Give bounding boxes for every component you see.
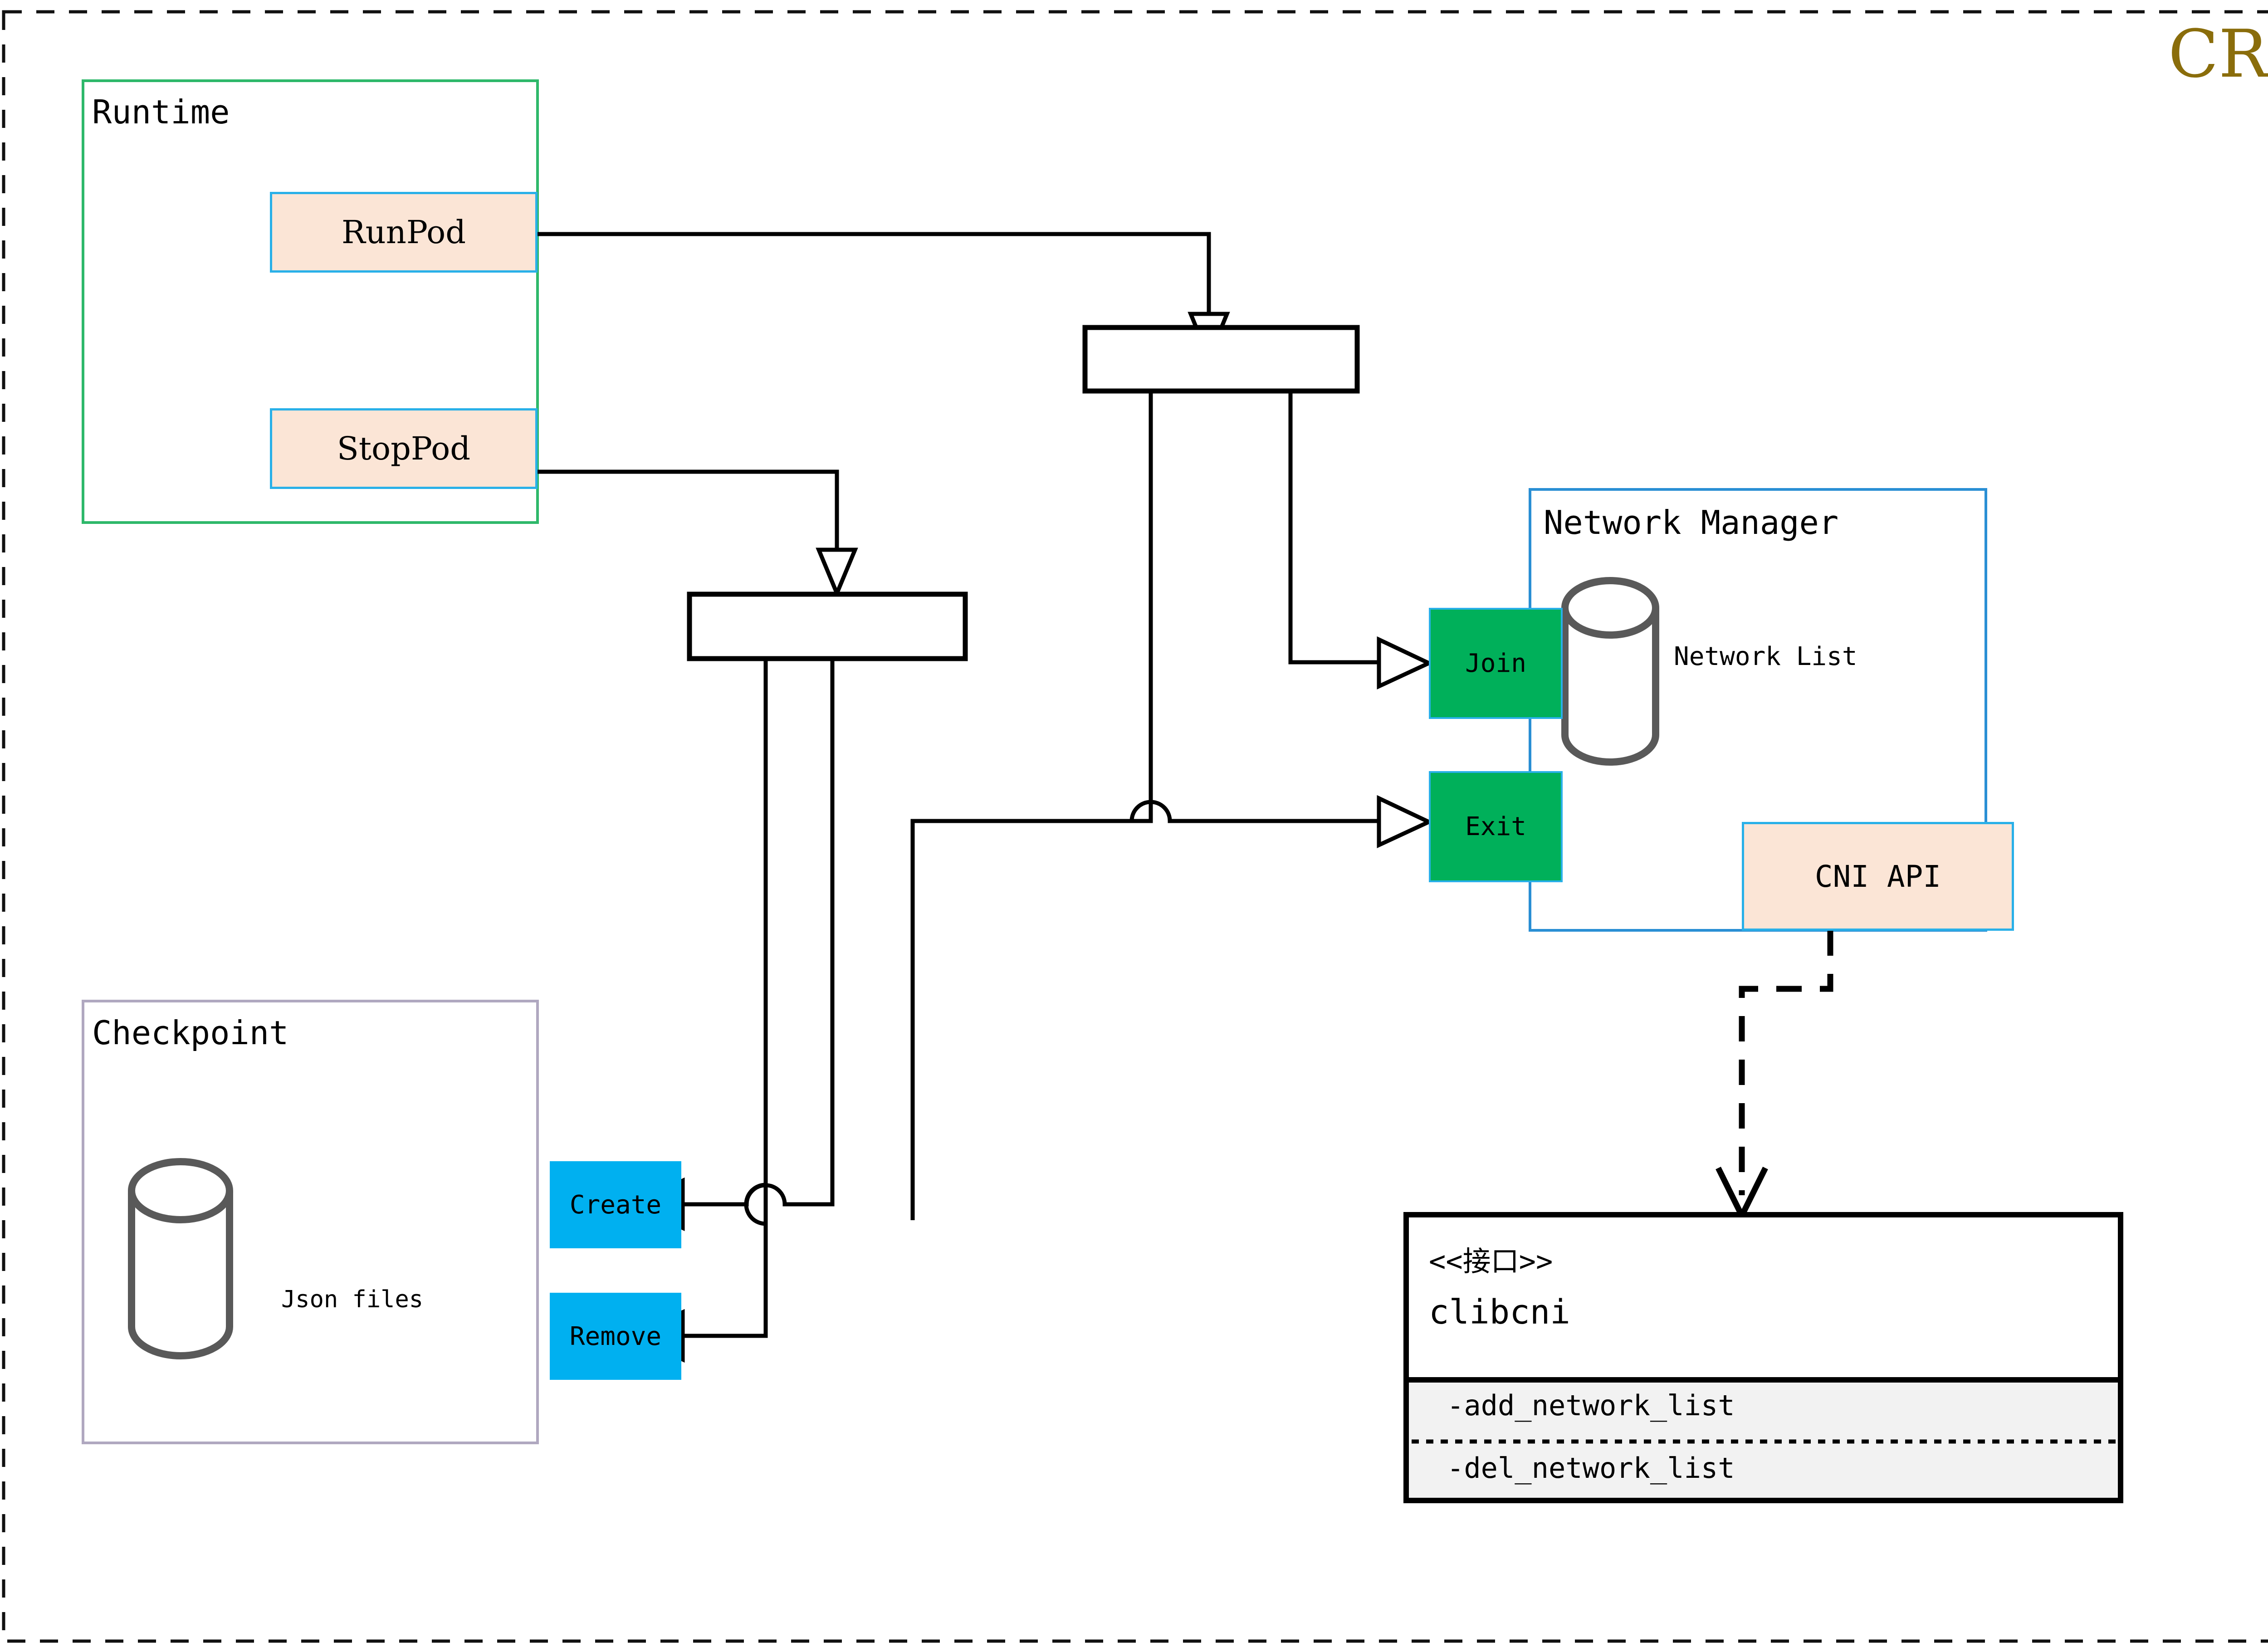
edge-fork-bottom-left-leg xyxy=(683,659,768,1338)
node-cni-api-label: CNI API xyxy=(1814,859,1941,894)
clibcni-method-add: -add_network_list xyxy=(1447,1389,1735,1422)
clibcni-name: clibcni xyxy=(1429,1293,1570,1332)
line-hop-create-cross xyxy=(744,1183,766,1226)
node-remove-label: Remove xyxy=(569,1321,662,1351)
node-runpod[interactable]: RunPod xyxy=(270,192,538,273)
node-stoppod[interactable]: StopPod xyxy=(270,408,538,489)
network-manager-group-label: Network Manager xyxy=(1544,503,1839,542)
arrowhead-into-exit xyxy=(1377,795,1434,849)
edge-fork-bottom-right-leg xyxy=(683,659,835,1207)
node-create[interactable]: Create xyxy=(550,1161,681,1248)
network-list-cylinder-icon xyxy=(1561,577,1659,766)
network-list-label: Network List xyxy=(1674,642,1857,671)
checkpoint-group-label: Checkpoint xyxy=(92,1014,289,1052)
clibcni-stereotype: <<接口>> xyxy=(1429,1245,1553,1278)
node-join-label: Join xyxy=(1465,649,1526,678)
edge-fork-top-left-leg xyxy=(910,391,1153,1220)
clibcni-methods-compartment xyxy=(1409,1380,2118,1498)
node-remove[interactable]: Remove xyxy=(550,1293,681,1380)
node-stoppod-label: StopPod xyxy=(337,430,471,467)
edge-cniapi-to-clibcni xyxy=(1739,930,1833,1195)
json-files-label: Json files xyxy=(281,1286,424,1313)
node-create-label: Create xyxy=(569,1190,662,1220)
arrowhead-into-join xyxy=(1377,636,1434,690)
fork-top xyxy=(1082,325,1360,394)
fork-bottom xyxy=(687,591,968,661)
arrowhead-into-bottom-fork xyxy=(816,547,858,599)
edge-runpod-to-fork xyxy=(538,232,1211,313)
clibcni-method-del: -del_network_list xyxy=(1447,1452,1735,1485)
edge-stoppod-to-fork xyxy=(538,469,839,549)
edge-to-exit xyxy=(913,800,1379,823)
runtime-group-label: Runtime xyxy=(92,93,230,131)
node-exit-label: Exit xyxy=(1465,812,1526,841)
node-cni-api[interactable]: CNI API xyxy=(1742,822,2014,931)
edge-fork-top-right-leg xyxy=(1288,391,1379,665)
json-files-cylinder-icon xyxy=(128,1158,233,1359)
node-exit[interactable]: Exit xyxy=(1429,771,1563,882)
node-runpod-label: RunPod xyxy=(341,214,466,251)
diagram-title: CRI xyxy=(2168,16,2268,93)
outer-frame xyxy=(2,10,2268,1643)
node-join[interactable]: Join xyxy=(1429,608,1563,719)
